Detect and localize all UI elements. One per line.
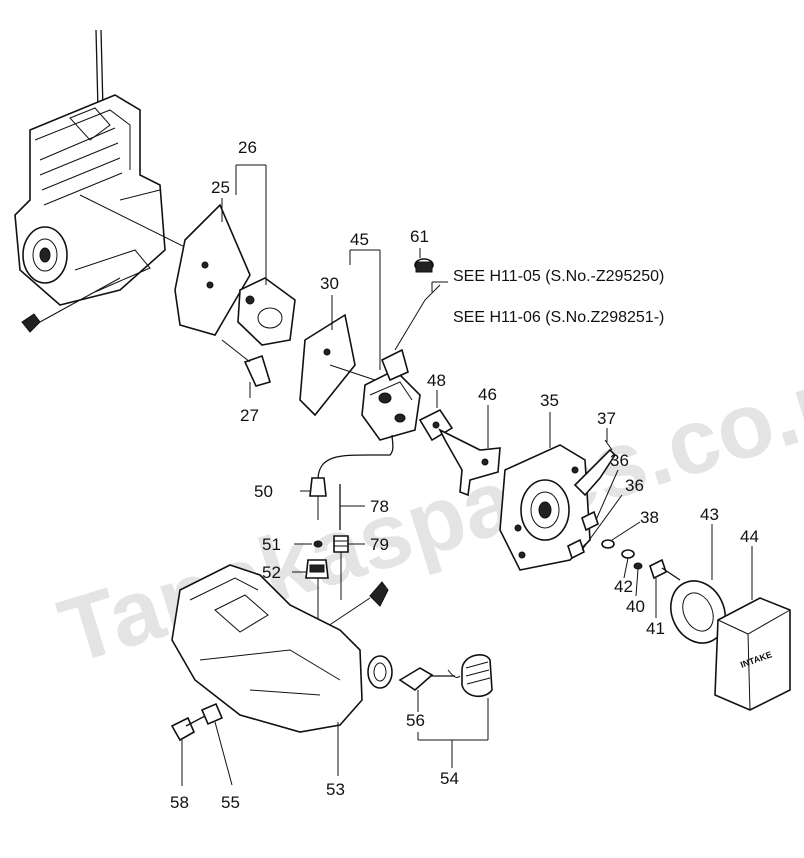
washer-38: [601, 539, 615, 549]
label-36b: 36: [625, 476, 644, 495]
screw-27: [221, 339, 272, 387]
label-25: 25: [211, 178, 230, 197]
filter-element-43: [670, 580, 726, 644]
label-58: 58: [170, 793, 189, 812]
air-cleaner-case-35: [499, 444, 591, 571]
label-41: 41: [646, 619, 665, 638]
note-h11-06: SEE H11-06 (S.No.Z298251-): [453, 309, 664, 326]
label-53: 53: [326, 780, 345, 799]
part-79: [333, 535, 349, 553]
gasket-25: [174, 203, 251, 336]
label-43: 43: [700, 505, 719, 524]
fuel-line-50: [309, 434, 394, 497]
label-50: 50: [254, 482, 273, 501]
air-cleaner-cover-44: INTAKE: [714, 597, 791, 711]
strainer-56: [398, 667, 461, 692]
label-44: 44: [740, 527, 759, 546]
cap-61: [414, 258, 434, 273]
label-78: 78: [370, 497, 389, 516]
note-h11-05: SEE H11-05 (S.No.-Z295250): [453, 268, 664, 285]
label-79: 79: [370, 535, 389, 554]
gasket-30: [299, 313, 356, 417]
label-46: 46: [478, 385, 497, 404]
nut-40: [633, 562, 643, 570]
fuel-tank-53: [171, 564, 393, 733]
label-40: 40: [626, 597, 645, 616]
label-26: 26: [238, 138, 257, 157]
part-51: [313, 540, 323, 548]
choke-lever-37: [573, 439, 617, 497]
filter-52: [305, 559, 329, 579]
label-56: 56: [406, 711, 425, 730]
carburetor-45: [361, 284, 441, 441]
label-55: 55: [221, 793, 240, 812]
label-48: 48: [427, 371, 446, 390]
bracket-46: [438, 428, 501, 497]
label-30: 30: [320, 274, 339, 293]
bolt-58: [170, 715, 206, 742]
insulator-26: [237, 277, 296, 346]
engine-block: [14, 29, 166, 306]
label-27: 27: [240, 406, 259, 425]
label-61: 61: [410, 227, 429, 246]
label-45: 45: [350, 230, 369, 249]
fuel-cap-54: [461, 654, 493, 698]
label-52: 52: [262, 563, 281, 582]
arrow-icon: [21, 313, 41, 333]
label-36a: 36: [610, 451, 629, 470]
label-37: 37: [597, 409, 616, 428]
label-51: 51: [262, 535, 281, 554]
label-42: 42: [614, 577, 633, 596]
collar-36a: [581, 510, 599, 532]
damper-55: [200, 702, 224, 726]
label-35: 35: [540, 391, 559, 410]
label-38: 38: [640, 508, 659, 527]
label-54: 54: [440, 769, 459, 788]
washer-42: [621, 549, 635, 559]
arrow-icon: [369, 581, 389, 607]
screw-41: [649, 558, 681, 581]
collar-36b: [567, 538, 585, 560]
